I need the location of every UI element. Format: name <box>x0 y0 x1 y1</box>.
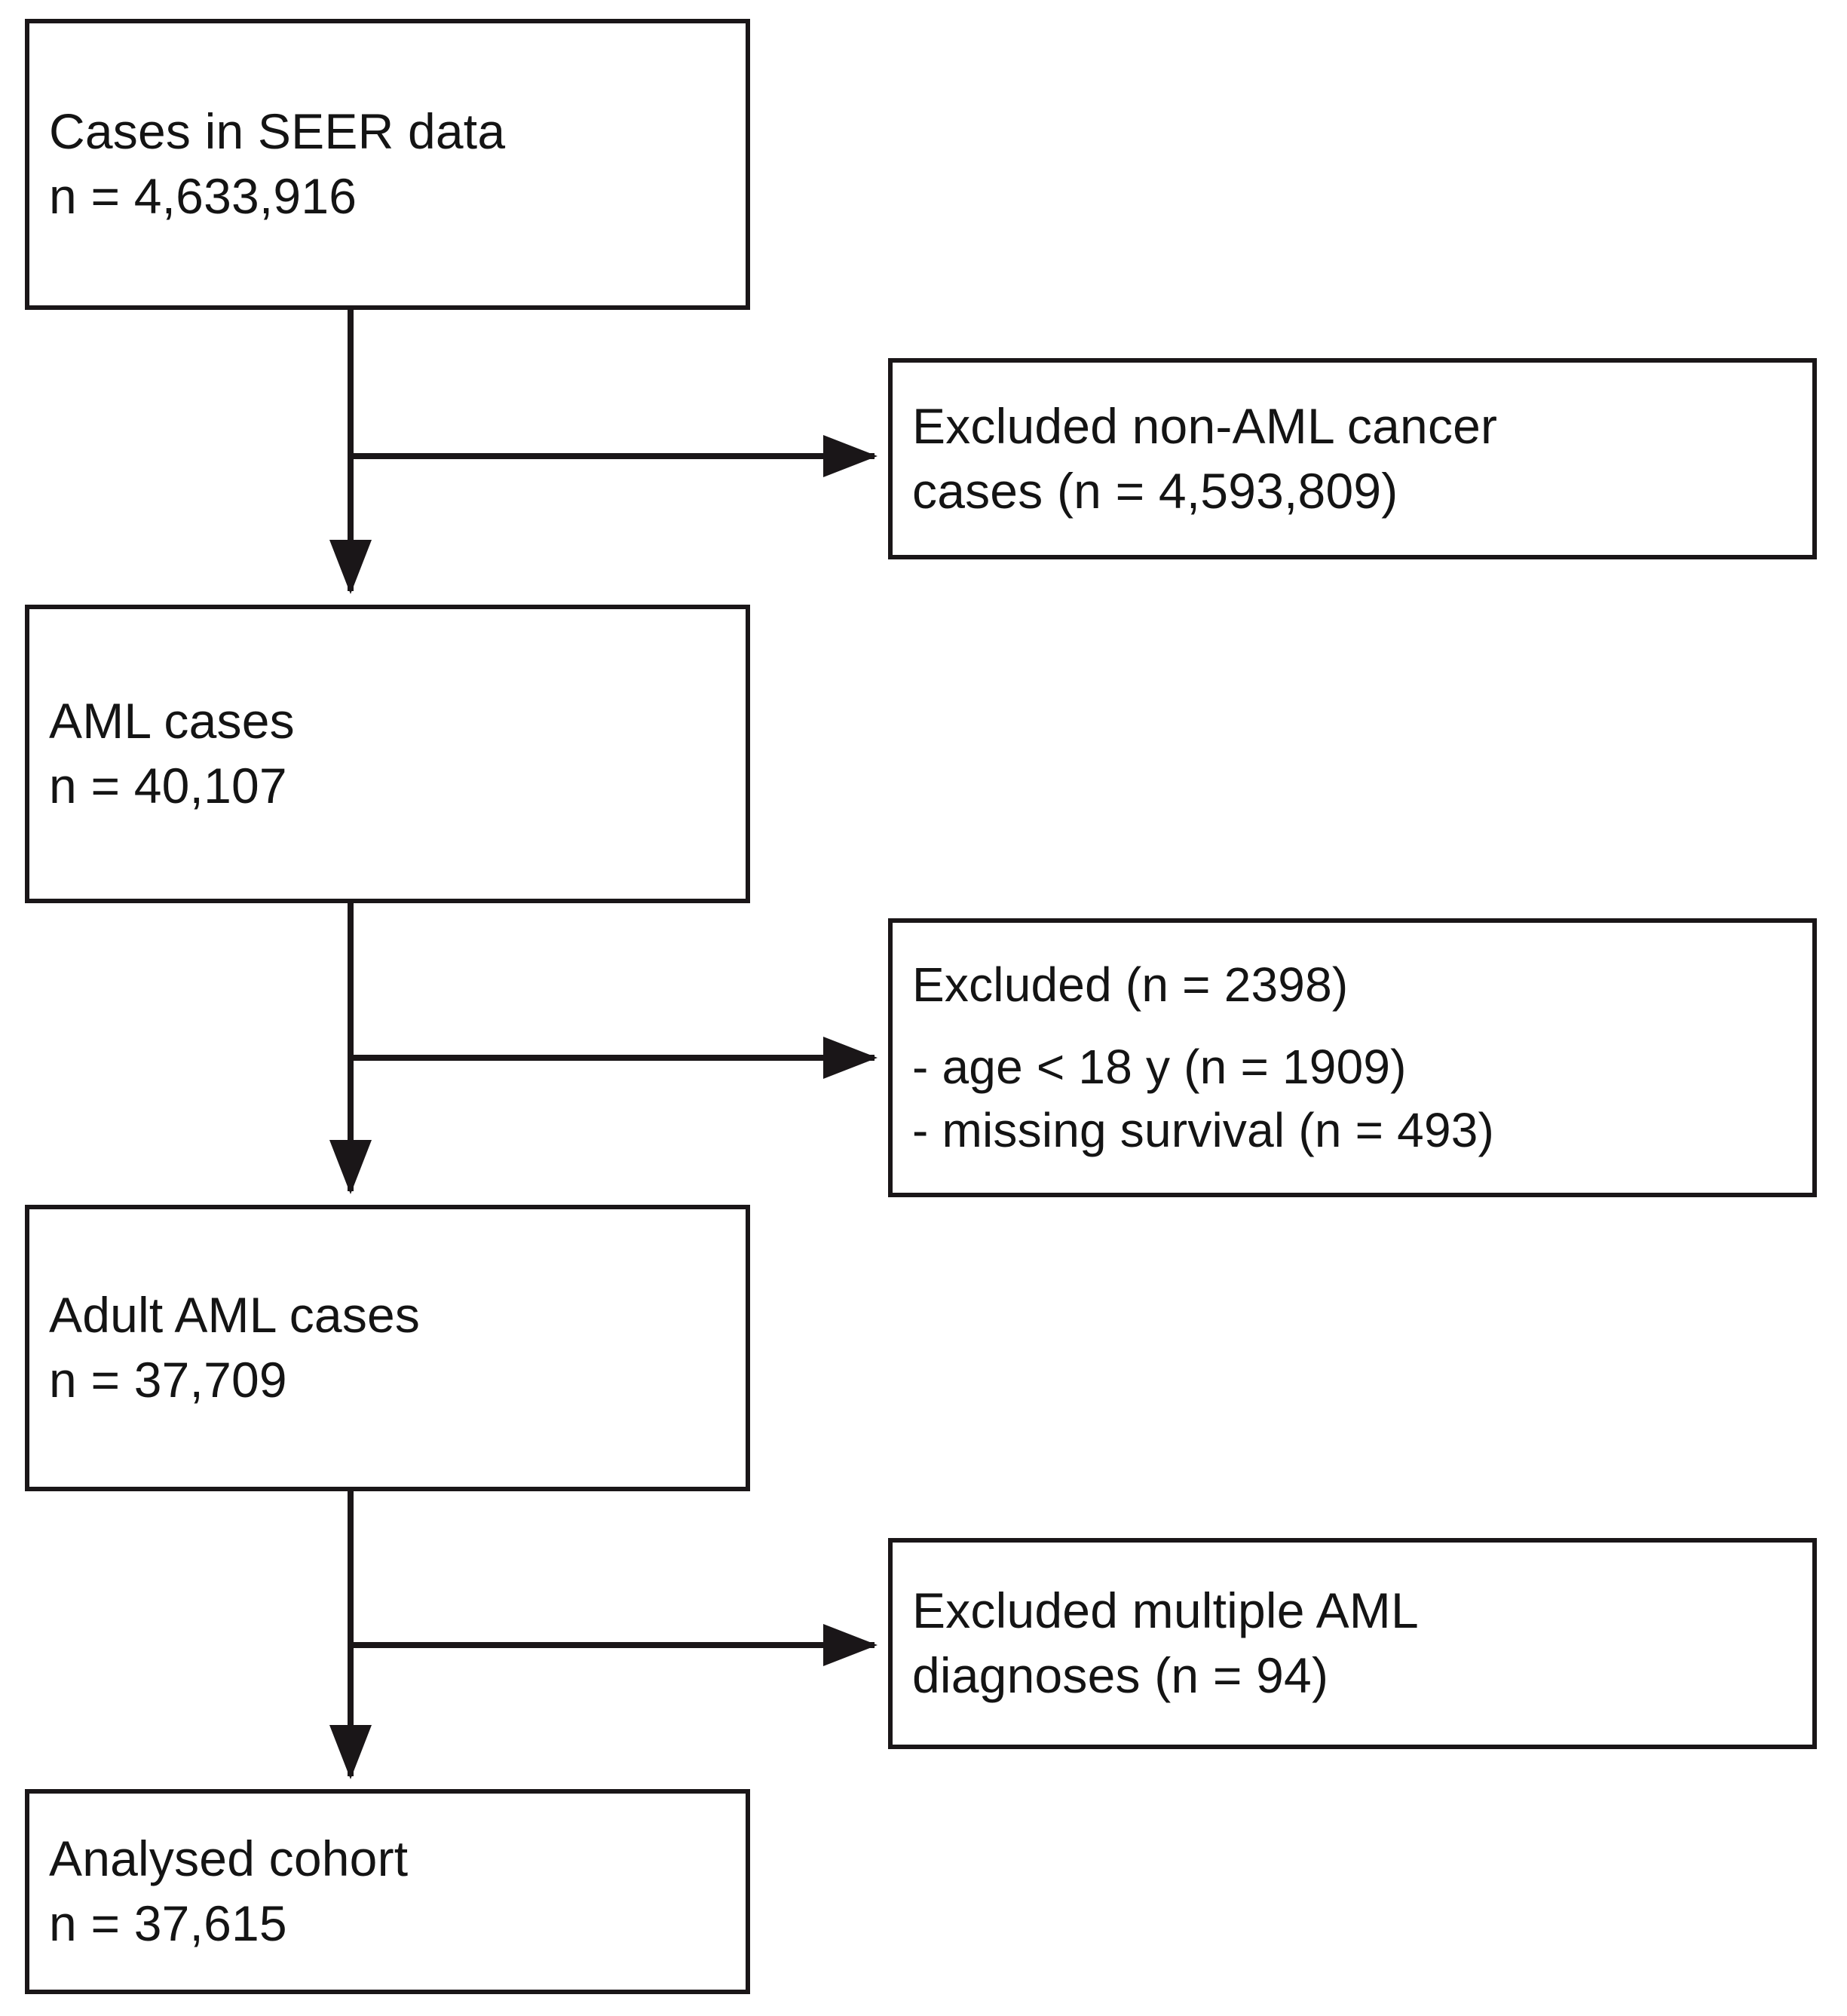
excluded-age-survival-line-1: Excluded (n = 2398) <box>912 957 1349 1013</box>
node-seer-label: Cases in SEER data <box>49 103 506 160</box>
node-adult-label: Adult AML cases <box>49 1287 421 1343</box>
node-aml-cases: AML cases n = 40,107 <box>25 605 750 903</box>
excluded-non-aml-line-2: cases (n = 4,593,809) <box>912 462 1398 519</box>
node-aml-label: AML cases <box>49 693 295 749</box>
node-aml-count: n = 40,107 <box>49 758 287 813</box>
node-cohort-count: n = 37,615 <box>49 1895 287 1951</box>
excluded-age-survival-line-2: - age < 18 y (n = 1909) <box>912 1040 1407 1095</box>
excluded-multiple-aml-line-2: diagnoses (n = 94) <box>912 1647 1329 1703</box>
node-adult-count: n = 37,709 <box>49 1352 287 1408</box>
excluded-age-survival-line-3: - missing survival (n = 493) <box>912 1102 1495 1157</box>
node-cohort-label: Analysed cohort <box>49 1831 409 1887</box>
excluded-non-aml-line-1: Excluded non-AML cancer <box>912 397 1498 454</box>
excluded-age-survival-spacer <box>893 1016 1812 1036</box>
excluded-multiple-aml-line-1: Excluded multiple AML <box>912 1582 1419 1639</box>
node-analysed-cohort: Analysed cohort n = 37,615 <box>25 1789 750 1994</box>
node-seer-count: n = 4,633,916 <box>49 168 357 224</box>
node-excluded-non-aml-cancer-cases: Excluded non-AML cancer cases (n = 4,593… <box>888 358 1817 559</box>
node-adult-aml-cases: Adult AML cases n = 37,709 <box>25 1205 750 1491</box>
node-excluded-age-and-missing-survival: Excluded (n = 2398) - age < 18 y (n = 19… <box>888 918 1817 1197</box>
node-cases-in-seer-data: Cases in SEER data n = 4,633,916 <box>25 19 750 310</box>
node-excluded-multiple-aml-diagnoses: Excluded multiple AML diagnoses (n = 94) <box>888 1538 1817 1749</box>
